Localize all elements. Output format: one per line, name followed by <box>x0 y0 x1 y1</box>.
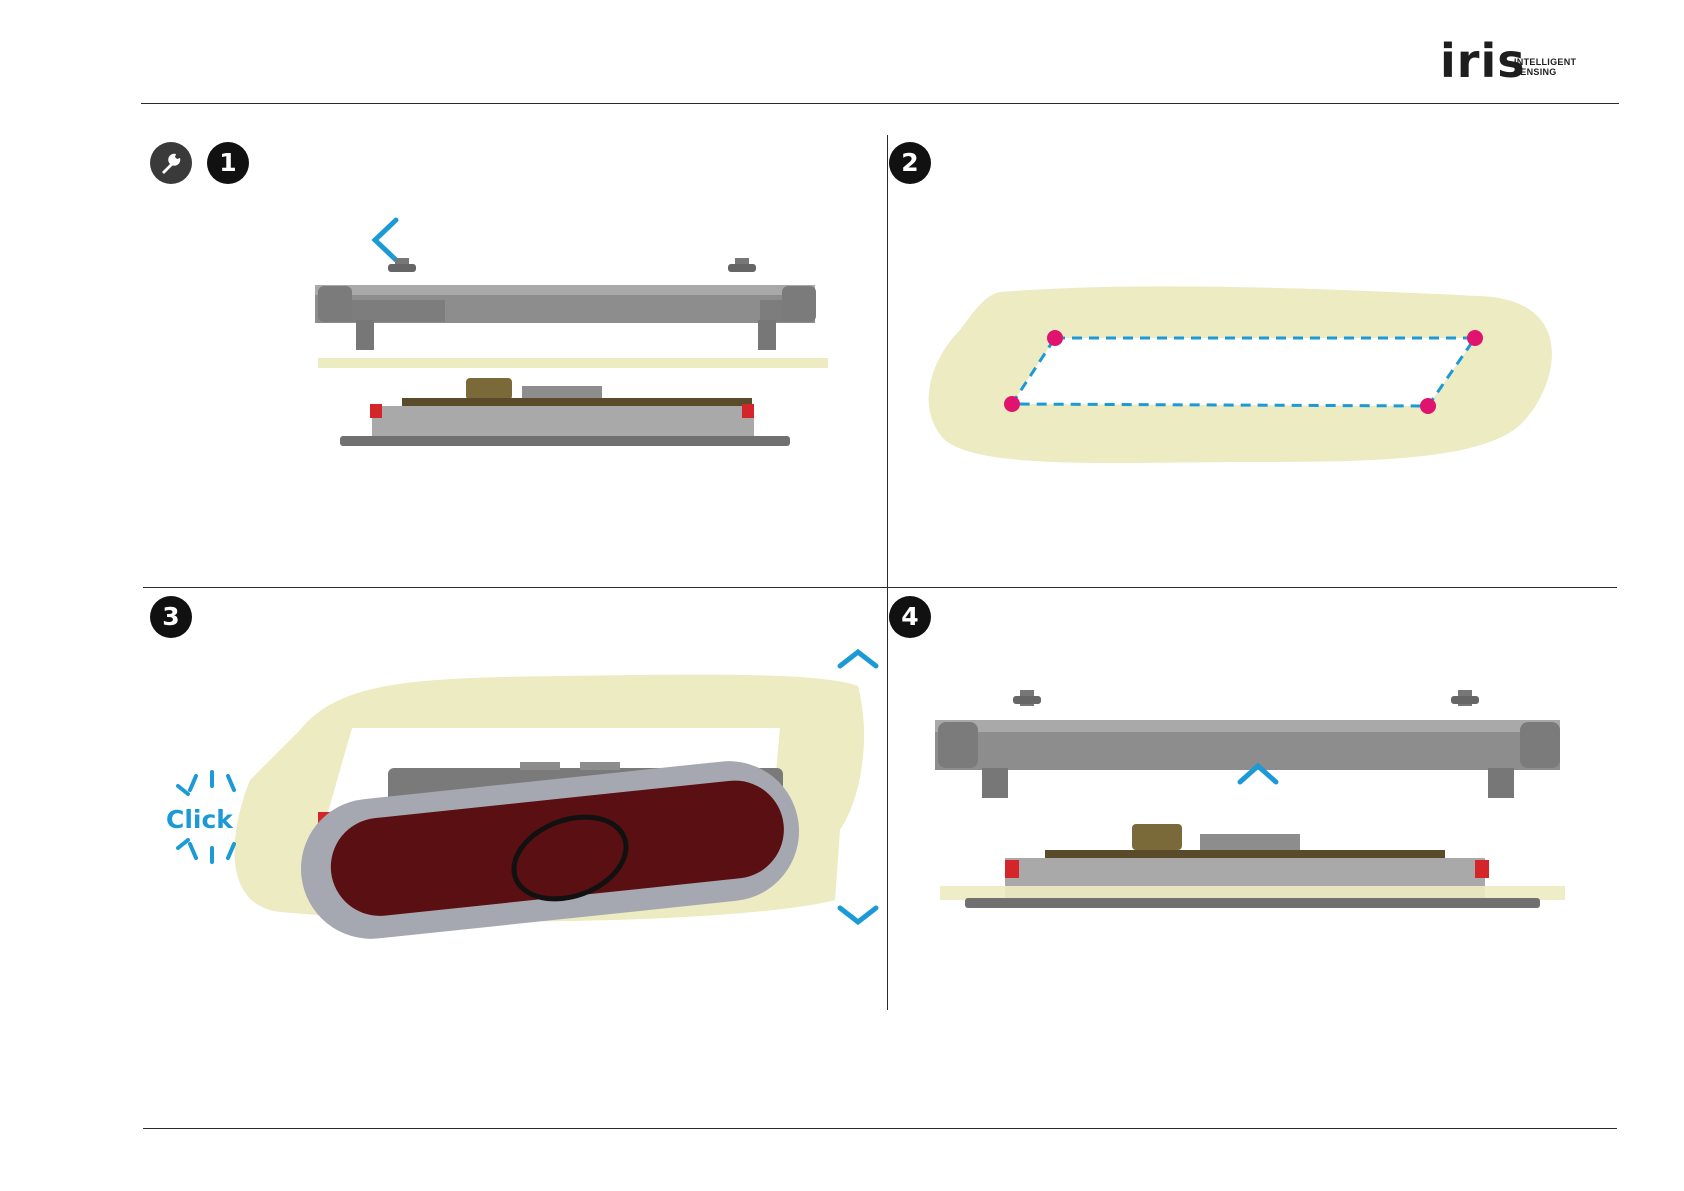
step4-illustration <box>0 0 1684 1191</box>
